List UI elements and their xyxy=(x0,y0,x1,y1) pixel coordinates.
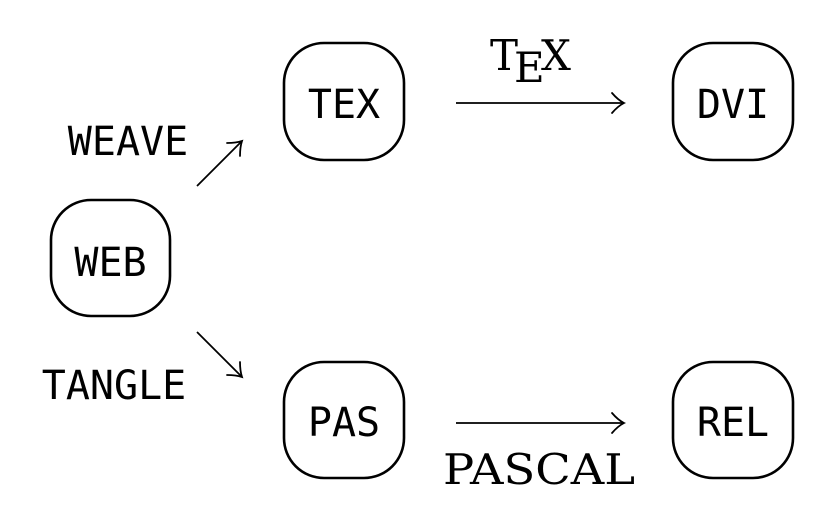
node-tex-label: TEX xyxy=(308,82,380,128)
node-web-box xyxy=(49,198,172,318)
node-pas: PAS xyxy=(282,360,406,480)
node-web-label: WEB xyxy=(74,240,146,286)
node-web: WEB xyxy=(49,198,172,318)
node-pas-box xyxy=(282,360,406,480)
node-dvi: DVI xyxy=(671,41,795,162)
edge-tex: T E X xyxy=(456,31,627,114)
tex-logo-e: E xyxy=(514,43,545,92)
node-tex: TEX xyxy=(282,41,406,162)
node-dvi-label: DVI xyxy=(697,82,769,128)
edge-tangle: TANGLE xyxy=(42,331,244,409)
edge-tangle-arrowhead xyxy=(226,361,244,379)
edge-pascal: PASCAL xyxy=(443,412,635,494)
edge-weave: WEAVE xyxy=(68,119,244,187)
edge-tex-arrowhead xyxy=(611,92,627,114)
tex-logo-x: X xyxy=(541,31,571,80)
node-dvi-box xyxy=(671,41,795,162)
node-rel: REL xyxy=(671,360,795,480)
edge-weave-line xyxy=(196,140,243,187)
node-rel-label: REL xyxy=(697,400,769,446)
edge-pascal-label: PASCAL xyxy=(443,445,635,494)
edge-tangle-line xyxy=(196,331,243,378)
node-pas-label: PAS xyxy=(308,400,380,446)
edge-tangle-label: TANGLE xyxy=(42,363,187,409)
edge-pascal-arrowhead xyxy=(611,412,627,434)
node-rel-box xyxy=(671,360,795,480)
edge-weave-arrowhead xyxy=(226,139,244,157)
node-tex-box xyxy=(282,41,406,162)
edge-tex-label: T E X xyxy=(490,31,571,92)
tex-logo-t: T xyxy=(490,31,518,80)
edge-weave-label: WEAVE xyxy=(68,119,188,165)
